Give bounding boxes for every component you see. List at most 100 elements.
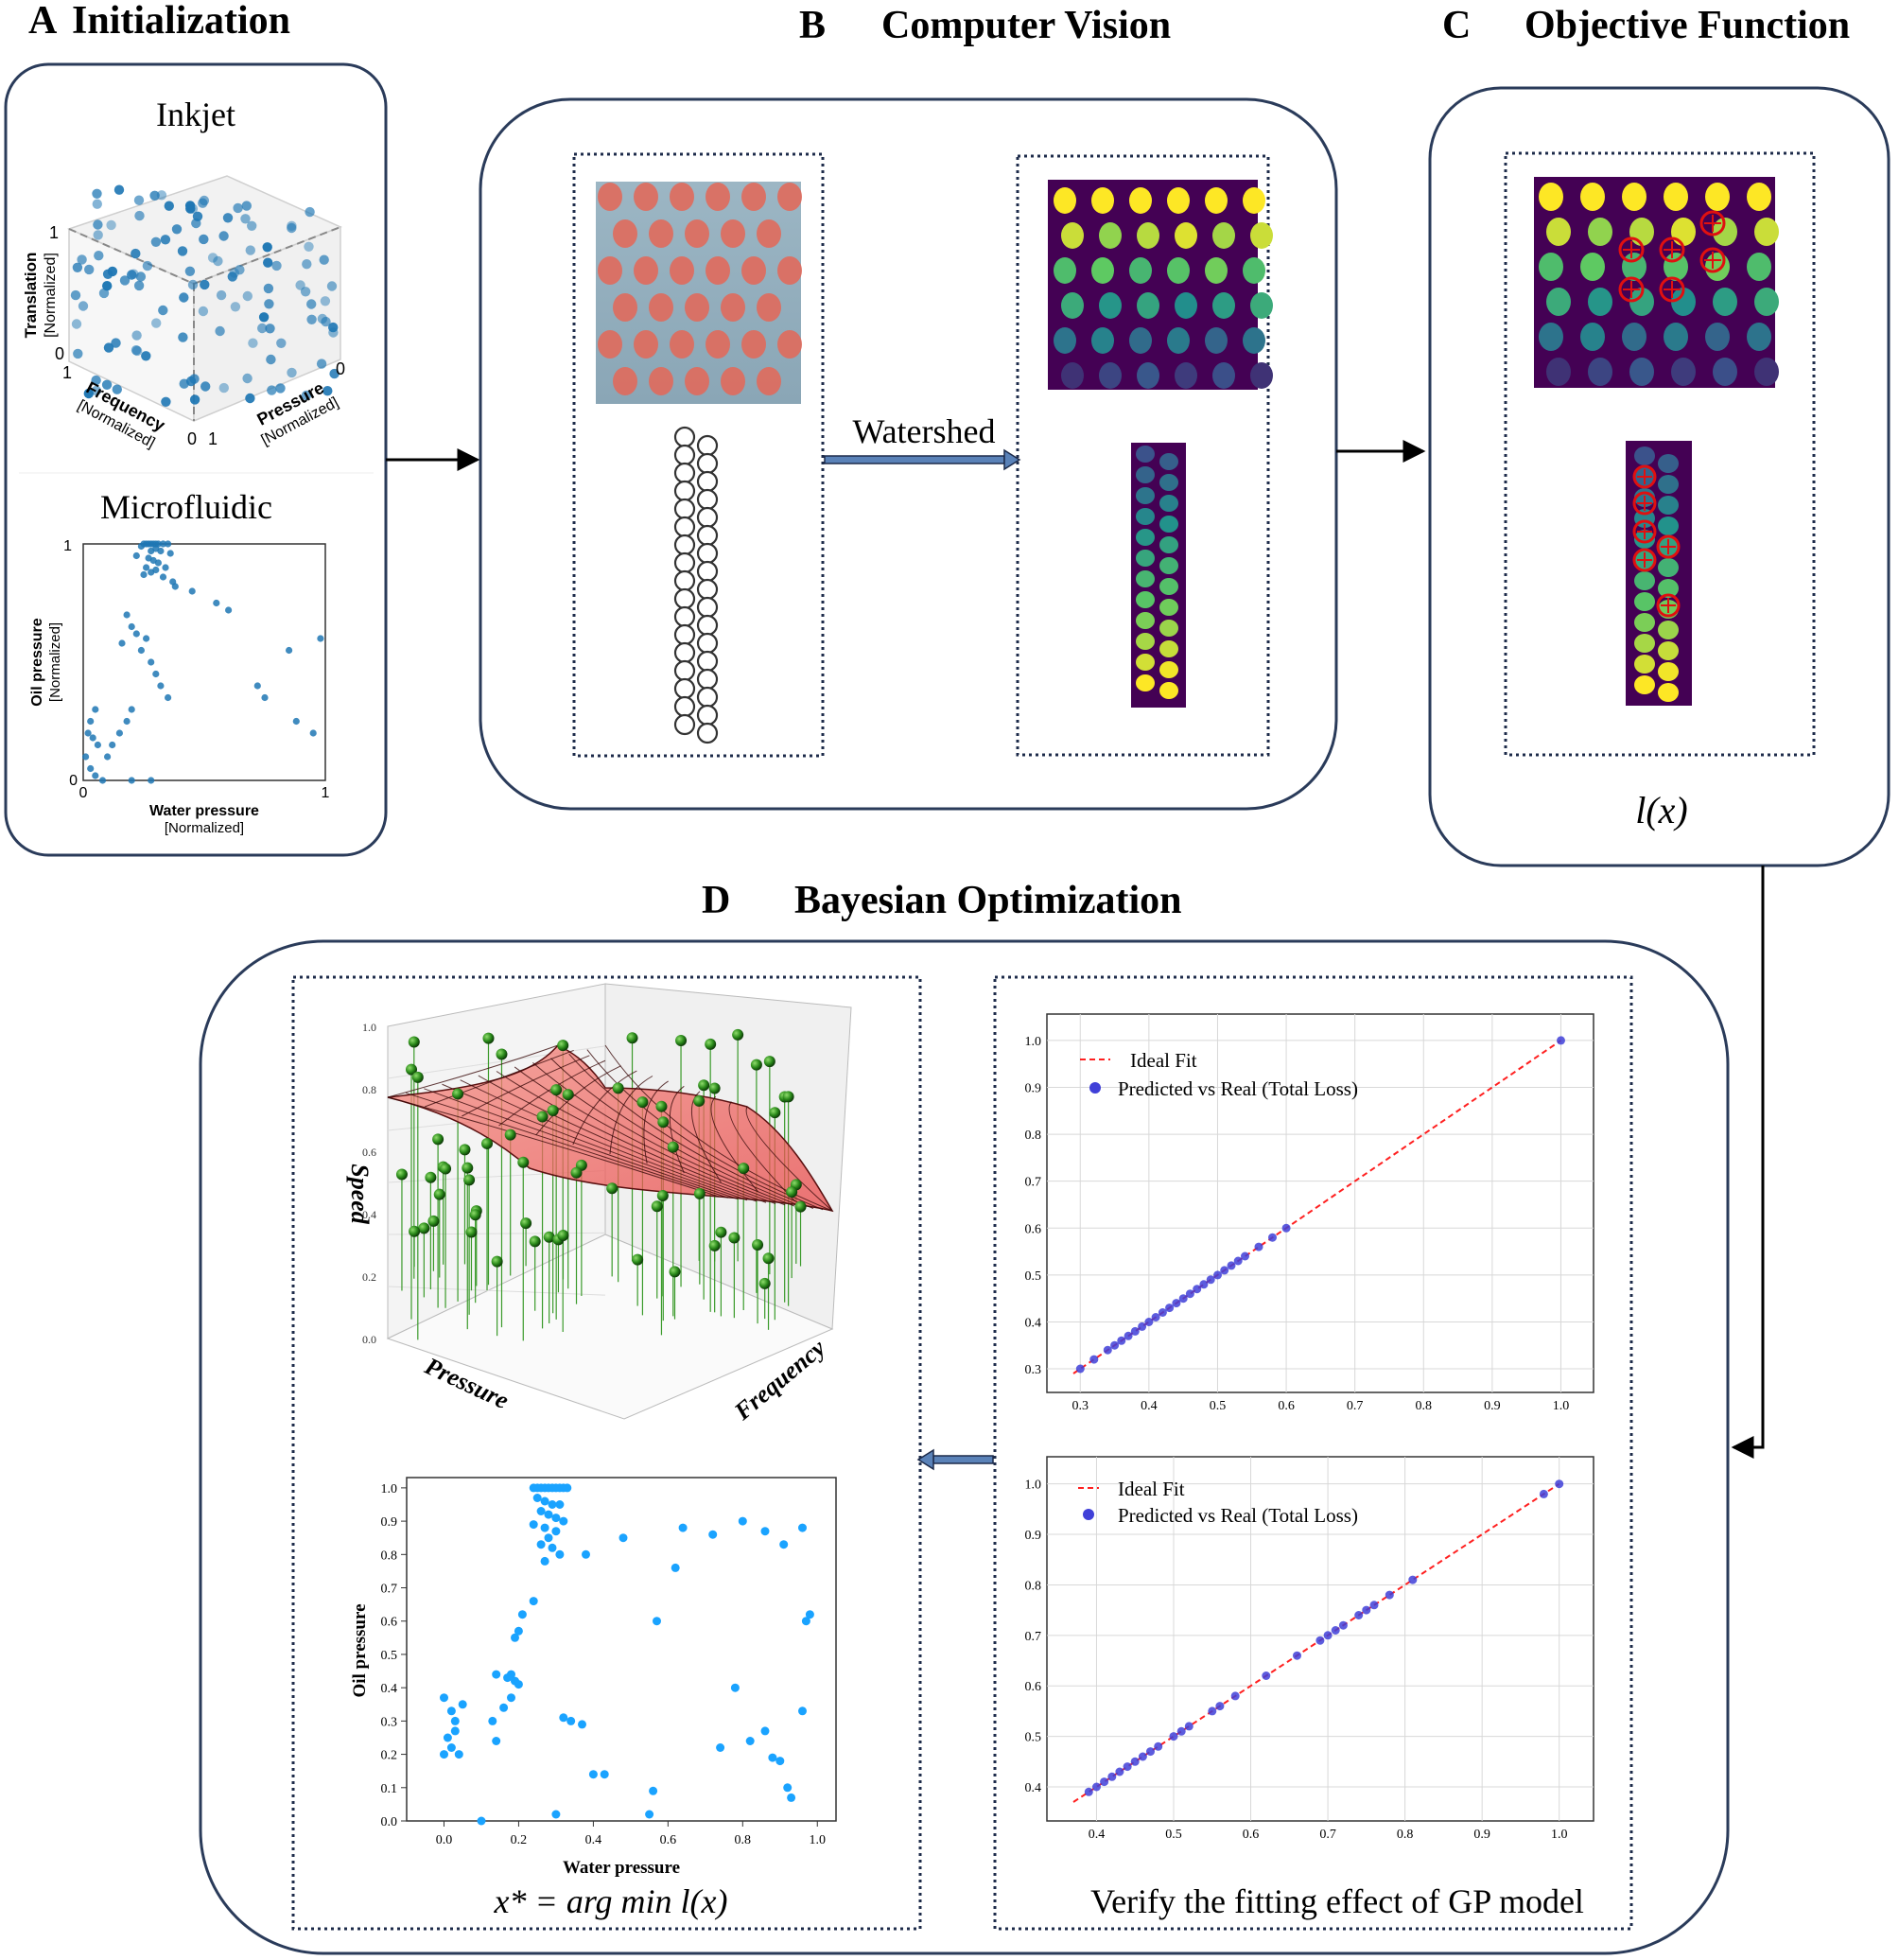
cube-point	[131, 248, 141, 259]
objective-droplet	[1705, 323, 1730, 351]
sample-ball	[469, 1209, 481, 1221]
cube-point	[218, 231, 229, 241]
sample-ball	[462, 1162, 474, 1174]
fit2-point	[1092, 1782, 1101, 1792]
mf-point	[82, 753, 90, 761]
segmented-column-droplet	[1159, 557, 1178, 574]
fit2-point	[1230, 1691, 1240, 1701]
objective-column-droplet	[1658, 475, 1679, 494]
opt-point	[514, 1680, 523, 1689]
panel-b-letter: B	[799, 4, 826, 47]
objective-droplet	[1754, 218, 1779, 246]
opt-point	[760, 1527, 770, 1536]
raw-droplet	[598, 330, 622, 359]
cube-point	[275, 383, 286, 394]
raw-ring	[673, 587, 696, 610]
argmin-formula: x* = arg min l(x)	[494, 1882, 728, 1920]
mf-point	[171, 583, 179, 590]
cube-point	[263, 257, 273, 268]
cube-dash-2	[193, 226, 341, 285]
raw-droplet	[649, 293, 673, 322]
raw-ring	[696, 722, 719, 744]
opt-point	[458, 1700, 467, 1709]
objective-column-droplet	[1658, 558, 1679, 577]
fit2-point	[1154, 1741, 1163, 1751]
fit2-ideal-line	[1072, 1482, 1560, 1803]
cube-point	[177, 246, 188, 256]
raw-ring	[696, 578, 719, 601]
opt-point	[708, 1530, 718, 1539]
mf-point	[309, 729, 317, 737]
segmented-droplet	[1129, 187, 1152, 214]
sample-ball	[463, 1174, 476, 1186]
opt-point	[559, 1713, 568, 1723]
opt-xtick-label: 0.6	[660, 1833, 677, 1847]
surface-mesh-line	[535, 1065, 621, 1136]
objective-column-droplet	[1658, 621, 1679, 639]
objective-column-droplet	[1658, 641, 1679, 660]
cube-tick-f1: 1	[62, 363, 72, 382]
sample-ball	[667, 1141, 679, 1153]
surface-mesh-line	[568, 1053, 814, 1209]
panel-c-heading: C Objective Function	[1442, 4, 1850, 47]
panel-c-letter: C	[1442, 4, 1471, 47]
sample-ball	[520, 1217, 532, 1230]
cube-point	[199, 234, 209, 245]
fit-arrow-head	[916, 1448, 934, 1471]
cube-point	[287, 367, 297, 378]
fit1-point	[1138, 1321, 1147, 1331]
violation-marker	[1632, 548, 1657, 572]
cube-point	[164, 201, 174, 211]
opt-point	[540, 1523, 549, 1532]
opt-point	[779, 1540, 789, 1549]
cube-point	[265, 324, 275, 334]
objective-inkjet-droplets	[1539, 183, 1779, 386]
opt-point	[801, 1617, 810, 1626]
cube-point	[71, 319, 82, 329]
cube-point	[179, 292, 189, 303]
raw-ring	[673, 534, 696, 556]
raw-droplet	[741, 256, 766, 285]
cube-point	[106, 219, 116, 231]
raw-ring	[696, 704, 719, 726]
cube-point	[187, 279, 199, 290]
raw-ring	[696, 488, 719, 511]
raw-ring	[696, 668, 719, 691]
opt-point	[548, 1543, 557, 1552]
objective-droplet	[1671, 358, 1696, 386]
segmented-column-droplet	[1159, 682, 1178, 699]
opt-point	[544, 1533, 553, 1543]
sample-ball	[562, 1089, 574, 1101]
mf-point	[132, 630, 140, 638]
fit1-ytick-label: 0.7	[1025, 1176, 1042, 1190]
cube-point	[248, 338, 258, 348]
sample-ball	[432, 1133, 444, 1146]
segmented-column-droplet	[1159, 453, 1178, 470]
cube-point	[242, 290, 253, 302]
fit2-point	[1215, 1702, 1225, 1711]
segmented-column-droplet	[1136, 466, 1155, 483]
opt-point	[540, 1556, 549, 1566]
segmented-droplet	[1091, 257, 1114, 284]
cube-point	[84, 264, 95, 275]
fit2-point	[1331, 1626, 1340, 1635]
opt-point	[450, 1726, 460, 1736]
cube-point	[141, 351, 151, 361]
sample-ball	[732, 1028, 744, 1041]
sample-ball	[496, 1048, 508, 1060]
cube-point	[302, 259, 312, 270]
surface-mesh-line	[586, 1049, 824, 1211]
raw-droplet	[777, 256, 802, 285]
sample-ball	[762, 1252, 775, 1265]
gp-surface-plot: 0.00.20.40.60.81.0	[362, 983, 852, 1420]
fit2-point	[1369, 1601, 1379, 1610]
cube-point	[320, 296, 331, 306]
objective-droplet	[1588, 288, 1612, 316]
opt-point	[499, 1703, 509, 1712]
violation-marker	[1659, 276, 1685, 303]
violation-marker	[1659, 236, 1685, 263]
surface-ztick: 0.6	[362, 1146, 376, 1159]
opt-point	[507, 1693, 515, 1703]
mf-tick-y0: 0	[69, 773, 78, 789]
